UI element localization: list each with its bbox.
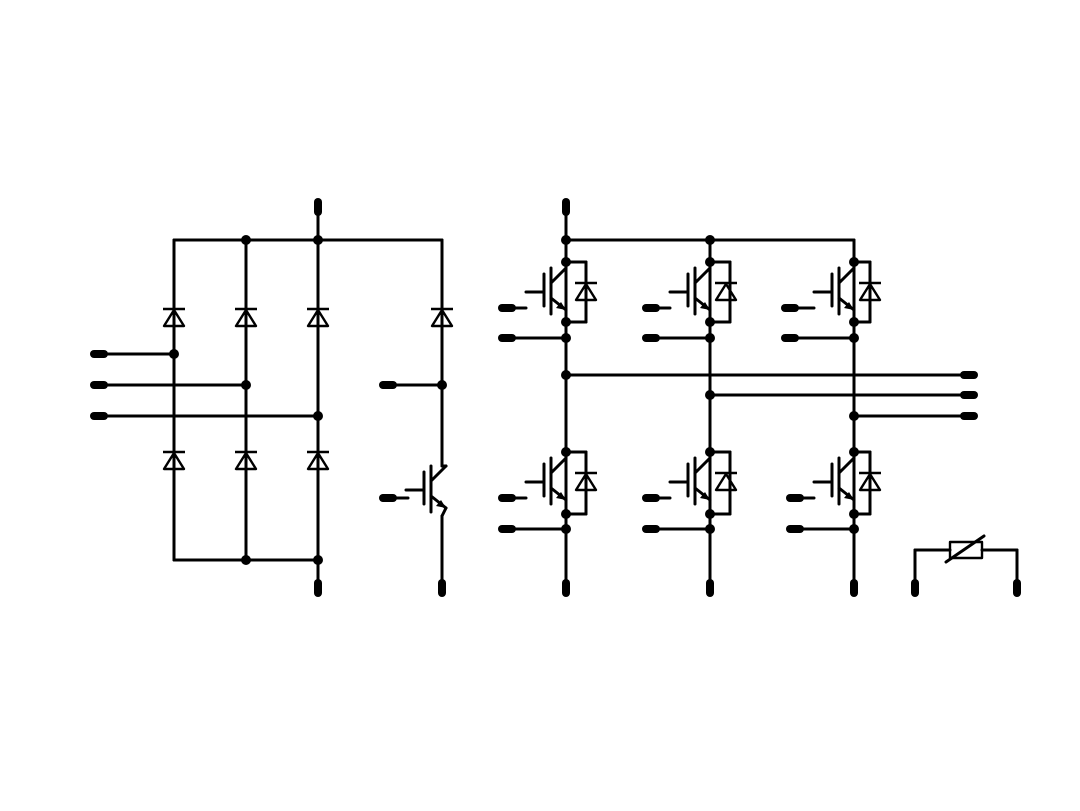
terminal-pin bbox=[642, 334, 660, 342]
terminal-pin bbox=[90, 412, 108, 420]
terminal-pin bbox=[498, 494, 516, 502]
terminal-pin bbox=[438, 579, 446, 597]
terminal-pin bbox=[379, 494, 397, 502]
terminal-pin bbox=[498, 304, 516, 312]
terminal-pin bbox=[911, 579, 919, 597]
terminal-pin bbox=[498, 525, 516, 533]
terminal-pin bbox=[642, 525, 660, 533]
terminal-pin bbox=[706, 579, 714, 597]
terminal-pin bbox=[642, 304, 660, 312]
inverter-igbt-upper bbox=[505, 258, 599, 340]
igbt-inverter bbox=[498, 198, 978, 597]
brake-chopper bbox=[379, 238, 455, 597]
terminal-pin bbox=[642, 494, 660, 502]
terminal-pin bbox=[379, 381, 397, 389]
terminal-pin bbox=[90, 381, 108, 389]
terminal-pin bbox=[786, 494, 804, 502]
inverter-igbt-upper bbox=[789, 258, 883, 340]
ntc-thermistor bbox=[911, 534, 1021, 597]
terminal-pin bbox=[314, 198, 322, 216]
terminal-pin bbox=[781, 334, 799, 342]
terminal-pin bbox=[1013, 579, 1021, 597]
terminal-pin bbox=[562, 579, 570, 597]
inverter-igbt-lower bbox=[649, 448, 739, 531]
terminal-pin bbox=[562, 198, 570, 216]
inverter-igbt-upper bbox=[649, 258, 739, 340]
rectifier-bridge bbox=[90, 198, 444, 597]
terminal-pin bbox=[850, 579, 858, 597]
terminal-pin bbox=[781, 304, 799, 312]
inverter-igbt-lower bbox=[505, 448, 599, 531]
terminal-pin bbox=[960, 391, 978, 399]
chopper-igbt bbox=[404, 464, 448, 514]
terminal-pin bbox=[960, 371, 978, 379]
terminal-pin bbox=[498, 334, 516, 342]
terminal-pin bbox=[314, 579, 322, 597]
inverter-igbt-lower bbox=[793, 448, 883, 531]
terminal-pin bbox=[786, 525, 804, 533]
terminal-pin bbox=[960, 412, 978, 420]
terminal-pin bbox=[90, 350, 108, 358]
